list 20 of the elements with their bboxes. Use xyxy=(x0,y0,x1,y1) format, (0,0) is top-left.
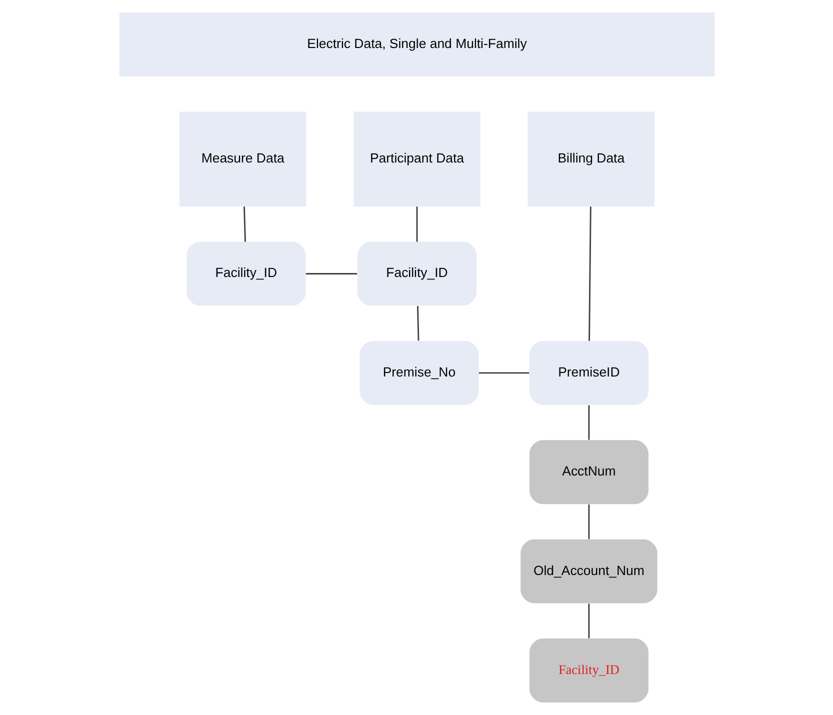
node-box: Billing Data xyxy=(527,112,654,206)
node-box: Electric Data, Single and Multi-Family xyxy=(118,12,714,76)
node-box: Facility_ID xyxy=(356,242,476,306)
connector xyxy=(416,306,419,341)
node-box: AcctNum xyxy=(528,440,648,504)
connector xyxy=(588,604,590,638)
connector xyxy=(588,206,591,341)
node-box: Old_Account_Num xyxy=(520,539,657,604)
node-box: Facility_ID xyxy=(528,638,648,702)
node-box: Facility_ID xyxy=(186,242,306,306)
connector xyxy=(478,372,529,374)
connector xyxy=(416,206,418,242)
node-box: Premise_No xyxy=(359,340,478,405)
node-box: Participant Data xyxy=(353,112,480,206)
connector xyxy=(305,273,357,274)
node-box: PremiseID xyxy=(528,340,648,405)
node-box: Measure Data xyxy=(178,112,306,206)
connector xyxy=(243,206,246,242)
connector xyxy=(588,504,590,540)
connector xyxy=(588,405,590,440)
